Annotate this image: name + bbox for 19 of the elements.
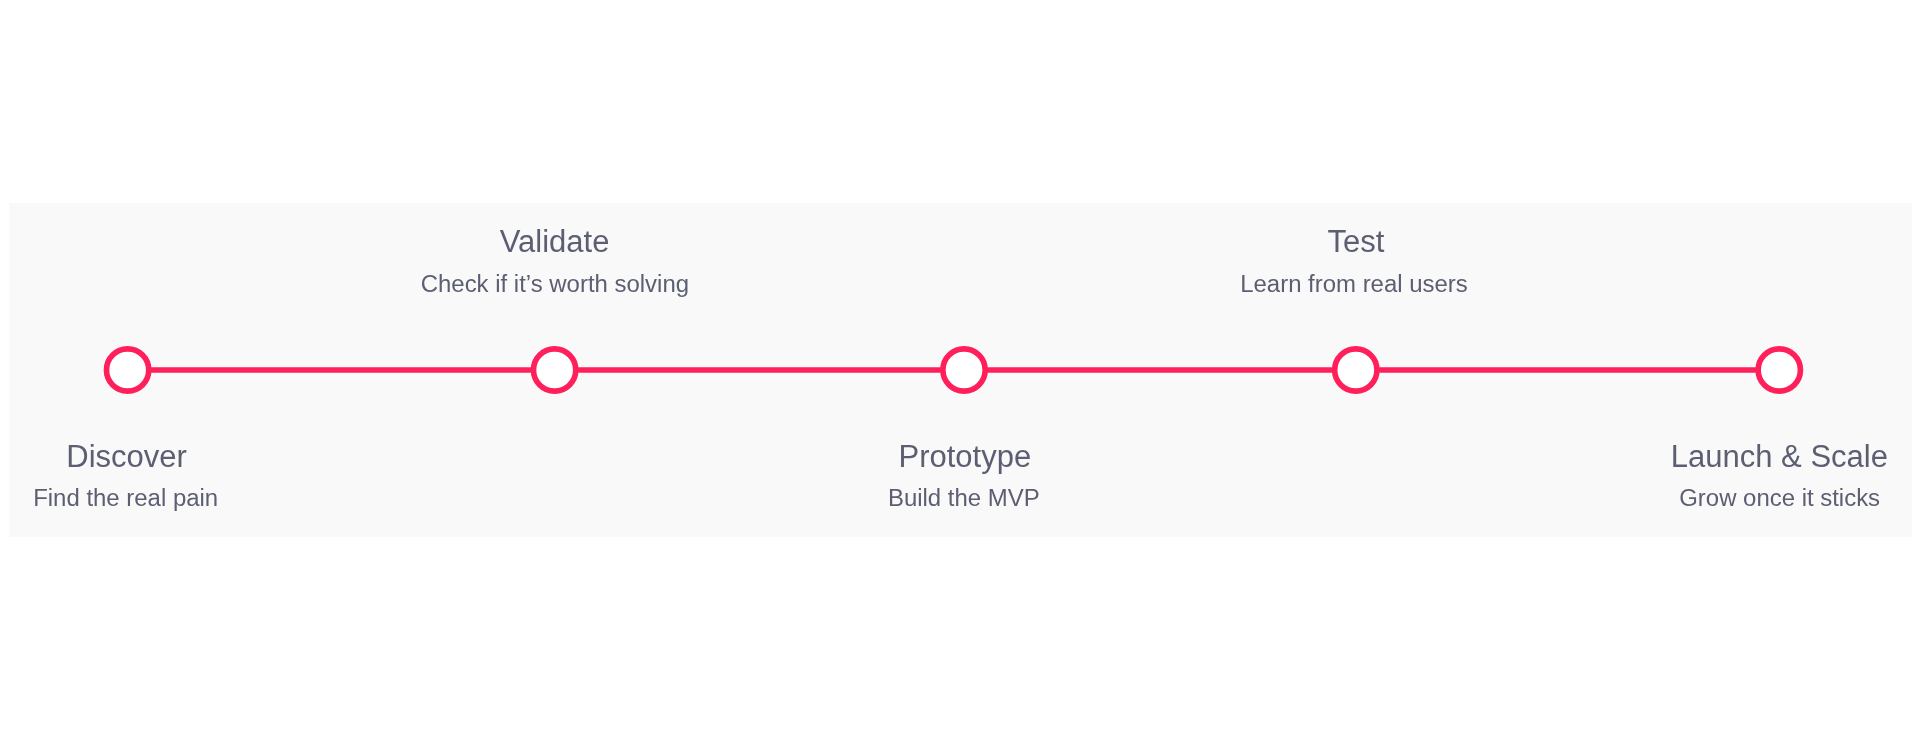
node-label: Build the MVP [887, 484, 1040, 512]
node-label: Learn from real users [1239, 269, 1468, 297]
node-label: Launch & Scale [1670, 438, 1888, 474]
node-circle [530, 346, 579, 394]
node-circle [1754, 346, 1803, 394]
connector [1377, 367, 1758, 373]
node-circle [103, 346, 152, 394]
connector [148, 367, 533, 373]
node-label: Check if it’s worth solving [420, 269, 689, 297]
node-label: Prototype [897, 438, 1031, 474]
node-circle [1331, 346, 1380, 394]
node-label: Find the real pain [32, 484, 218, 512]
node-label: Grow once it sticks [1678, 484, 1880, 512]
connector [575, 367, 943, 373]
node-label: Test [1327, 224, 1384, 260]
connector [984, 367, 1335, 373]
node-circle [939, 346, 988, 394]
node-label: Discover [65, 438, 187, 474]
node-label: Validate [499, 224, 609, 260]
